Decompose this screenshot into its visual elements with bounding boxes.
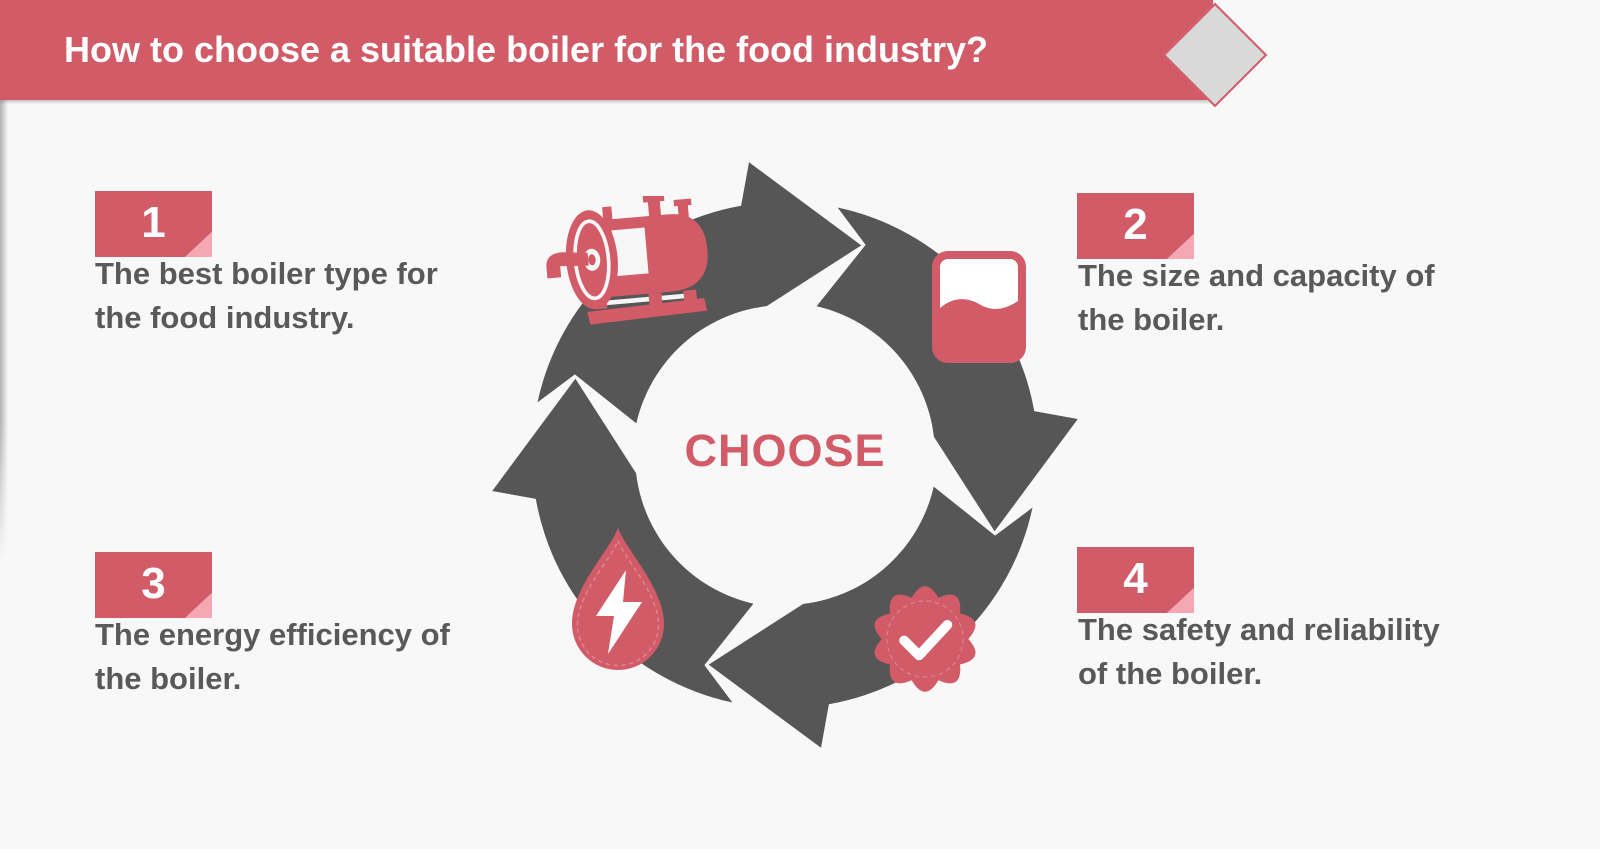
step-2-line-1: The size and capacity of — [1078, 258, 1435, 293]
step-1-badge-paper — [95, 191, 212, 257]
step-2-line-2: the boiler. — [1078, 302, 1225, 337]
step-3-badge: 3 — [95, 552, 212, 618]
step-1-number: 1 — [141, 198, 166, 247]
cycle-arrow-segment-right — [816, 207, 1078, 532]
step-4-badge: 4 — [1077, 547, 1194, 613]
step-1-line-2: the food industry. — [95, 300, 355, 335]
step-3-line-1: The energy efficiency of — [95, 617, 450, 652]
energy-drop-icon — [572, 528, 664, 670]
step-1-badge: 1 — [95, 191, 212, 257]
checkmark-glyph — [899, 619, 953, 661]
cycle-arrow-segment-top — [537, 162, 862, 424]
header-bar: How to choose a suitable boiler for the … — [0, 0, 1213, 100]
step-1-line-1: The best boiler type for — [95, 256, 438, 291]
step-3-badge-paper — [95, 552, 212, 618]
choose-label: CHOOSE — [684, 425, 886, 476]
step-4-number: 4 — [1123, 554, 1148, 603]
page-title: How to choose a suitable boiler for the … — [64, 29, 989, 70]
step-3-line-2: the boiler. — [95, 661, 242, 696]
step-4-text: The safety and reliability of the boiler… — [1078, 608, 1440, 696]
step-3-text: The energy efficiency of the boiler. — [95, 613, 450, 701]
tank-level-icon — [932, 251, 1026, 363]
step-4-line-1: The safety and reliability — [1078, 612, 1440, 647]
step-2-badge: 2 — [1077, 193, 1194, 259]
lightning-bolt-glyph — [596, 570, 642, 654]
cycle-arrow-segment-bottom — [708, 486, 1033, 748]
left-edge-shadow — [0, 100, 8, 560]
step-2-badge-paper — [1077, 193, 1194, 259]
step-2-text: The size and capacity of the boiler. — [1078, 254, 1435, 342]
boiler-icon — [546, 196, 708, 325]
step-1-text: The best boiler type for the food indust… — [95, 252, 438, 340]
verified-seal-icon — [874, 586, 976, 692]
step-4-badge-paper — [1077, 547, 1194, 613]
step-2-number: 2 — [1123, 200, 1148, 249]
step-3-number: 3 — [141, 559, 166, 608]
step-4-line-2: of the boiler. — [1078, 656, 1263, 691]
